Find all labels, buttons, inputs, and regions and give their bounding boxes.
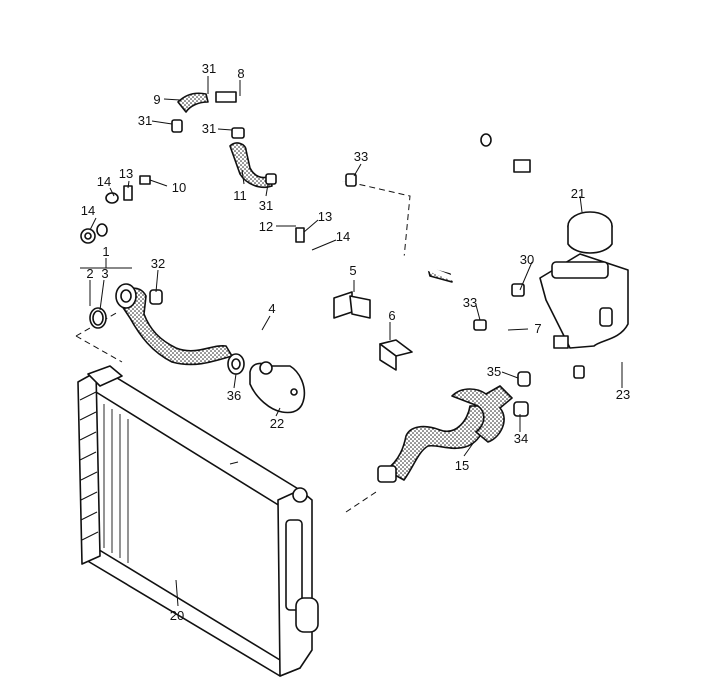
bracket-6 (379, 339, 413, 371)
callout-31c: 31 (202, 121, 216, 136)
clamp-36 (227, 353, 245, 375)
callout-32: 32 (151, 256, 165, 271)
callout-21: 21 (571, 186, 585, 201)
hose-23 (480, 133, 662, 379)
callout-15: 15 (455, 458, 469, 473)
callout-9: 9 (153, 92, 160, 107)
clamp-32 (149, 289, 163, 305)
callout-2: 2 (86, 266, 93, 281)
callout-11: 11 (233, 188, 247, 203)
ref-line-2 (75, 335, 123, 363)
callout-31d: 31 (259, 198, 273, 213)
callout-14c: 14 (336, 229, 350, 244)
callout-33b: 33 (463, 295, 477, 310)
bracket-5 (333, 291, 371, 319)
o-ring-2 (89, 307, 107, 329)
callout-6: 6 (388, 308, 395, 323)
callout-5: 5 (349, 263, 356, 278)
callout-3: 3 (101, 266, 108, 281)
callout-22: 22 (270, 416, 284, 431)
callout-23: 23 (616, 387, 630, 402)
thermostat-housing-22 (249, 361, 306, 414)
ref-line-5 (345, 491, 377, 513)
clamps-34-35 (513, 371, 531, 417)
expansion-tank-21 (539, 211, 629, 349)
callout-13b: 13 (318, 209, 332, 224)
callout-33a: 33 (354, 149, 368, 164)
callout-35: 35 (487, 364, 501, 379)
ref-line-3 (339, 179, 411, 259)
callout-labels: 1 2 3 4 5 6 7 8 9 10 11 12 13 13 14 14 1… (81, 61, 630, 623)
callout-8: 8 (237, 66, 244, 81)
leader-lines (80, 76, 623, 607)
callout-14b: 14 (81, 203, 95, 218)
callout-30: 30 (520, 252, 534, 267)
hose-10 (97, 119, 183, 238)
hose-9 (177, 92, 209, 113)
callout-12: 12 (259, 219, 273, 234)
callout-36: 36 (227, 388, 241, 403)
hose-12 (265, 173, 313, 265)
hose-7 (401, 255, 525, 350)
callout-34: 34 (514, 431, 528, 446)
hose-4 (147, 294, 477, 392)
callout-31b: 31 (138, 113, 152, 128)
callout-4: 4 (268, 301, 275, 316)
hose-11 (229, 127, 273, 189)
hose-1 (115, 283, 233, 366)
hose-15 (377, 385, 513, 483)
callout-13a: 13 (119, 166, 133, 181)
callout-10: 10 (172, 180, 186, 195)
hose-8 (215, 91, 357, 187)
radiator (77, 365, 319, 677)
parts-13-14 (80, 185, 133, 244)
callout-31a: 31 (202, 61, 216, 76)
callout-1: 1 (102, 244, 109, 259)
callout-20: 20 (170, 608, 184, 623)
callout-14a: 14 (97, 174, 111, 189)
callout-7: 7 (534, 321, 541, 336)
